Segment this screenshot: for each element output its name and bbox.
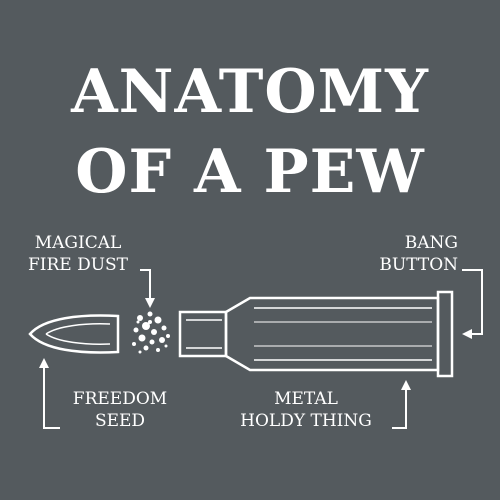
metal-holdy-thing-leader: [392, 388, 407, 429]
title-line-2: OF A PEW: [75, 137, 425, 207]
fire-dust-arrowhead: [145, 298, 155, 308]
label-metal-holdy-thing-line-2: HOLDY THING: [240, 411, 372, 431]
label-magical-fire-dust-line-1: MAGICAL: [34, 233, 122, 253]
label-metal-holdy-thing: METAL HOLDY THING: [226, 388, 386, 432]
title-line-1: ANATOMY: [71, 57, 429, 127]
label-freedom-seed: FREEDOM SEED: [62, 388, 178, 432]
label-freedom-seed-line-1: FREEDOM: [72, 389, 168, 409]
metal-holdy-thing-arrowhead: [401, 380, 411, 390]
casing-illustration: [178, 290, 454, 378]
label-bang-button-line-1: BANG: [404, 233, 458, 253]
freedom-seed-leader: [43, 366, 60, 429]
fire-dust-illustration: [132, 311, 170, 354]
label-magical-fire-dust-line-2: FIRE DUST: [27, 255, 129, 275]
label-magical-fire-dust: MAGICAL FIRE DUST: [18, 232, 138, 276]
label-metal-holdy-thing-line-1: METAL: [274, 389, 338, 409]
bang-button-leader: [462, 269, 483, 335]
bang-button-arrowhead: [462, 329, 472, 339]
bullet-illustration: [28, 314, 120, 354]
label-freedom-seed-line-2: SEED: [94, 411, 146, 431]
label-bang-button-line-2: BUTTON: [379, 255, 458, 275]
freedom-seed-arrowhead: [39, 358, 49, 368]
label-bang-button: BANG BUTTON: [360, 232, 458, 276]
fire-dust-leader: [140, 269, 151, 300]
